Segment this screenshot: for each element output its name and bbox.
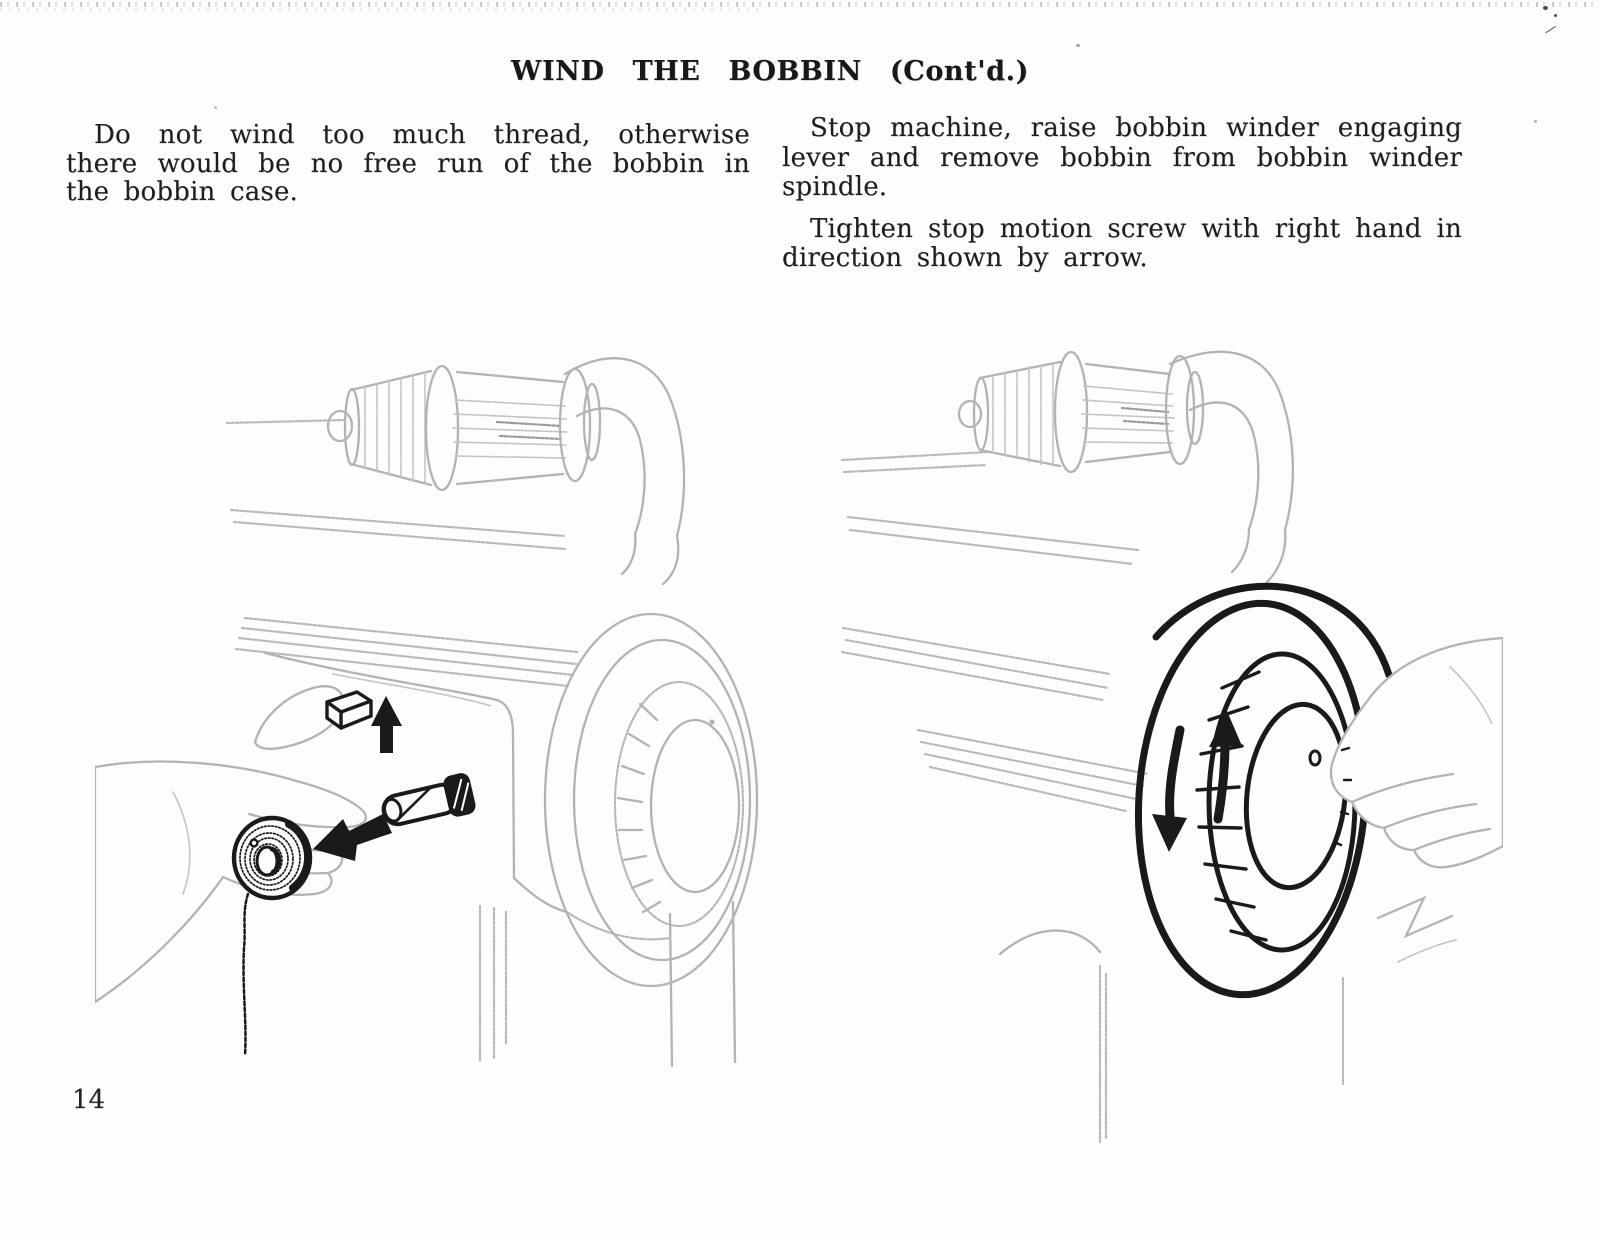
rotation-arrow-down-icon	[1152, 725, 1187, 852]
paragraph: Stop machine, raise bobbin winder engagi…	[782, 113, 1462, 202]
scan-smudge: /	[1543, 22, 1558, 38]
bobbin	[231, 815, 313, 1057]
figure-tighten-stop-motion-screw	[840, 350, 1503, 1144]
hand	[1329, 636, 1503, 963]
hand-wheel	[1134, 582, 1393, 999]
bobbin-thread	[242, 892, 250, 1057]
scan-speck	[1534, 120, 1537, 123]
thread-spool	[957, 350, 1205, 474]
page-title: WIND THE BOBBIN (Cont'd.)	[511, 56, 1029, 87]
machine-sketch	[225, 357, 686, 941]
bobbin-winder-spindle	[381, 773, 476, 827]
page-number: 14	[72, 1085, 106, 1115]
thread-spool	[326, 364, 602, 492]
left-arrow-icon	[313, 814, 392, 861]
machine-sketch	[840, 350, 1345, 1144]
scan-speck	[1554, 14, 1557, 17]
paragraph: Do not wind too much thread, otherwise t…	[66, 120, 750, 207]
rotation-arrow-up-icon	[1209, 711, 1242, 824]
scan-speck	[214, 106, 217, 109]
machine-pillar	[478, 904, 508, 1064]
scan-speck	[1076, 44, 1080, 47]
figure-remove-bobbin	[95, 357, 759, 1067]
right-text-column: Stop machine, raise bobbin winder engagi…	[782, 113, 1462, 274]
scan-artifact-top-edge-2	[0, 8, 760, 11]
paragraph: Tighten stop motion screw with right han…	[782, 213, 1462, 273]
screw-hole	[1308, 749, 1322, 767]
scan-speck	[1543, 6, 1548, 10]
hand-wheel	[543, 612, 759, 988]
up-arrow-icon	[371, 696, 402, 753]
thumb-lines	[1376, 895, 1454, 939]
bobbin-winder-engaging-lever	[325, 690, 373, 730]
left-text-column: Do not wind too much thread, otherwise t…	[66, 121, 750, 207]
scan-artifact-top-edge	[0, 2, 1600, 7]
stop-motion-screw	[1243, 701, 1349, 891]
